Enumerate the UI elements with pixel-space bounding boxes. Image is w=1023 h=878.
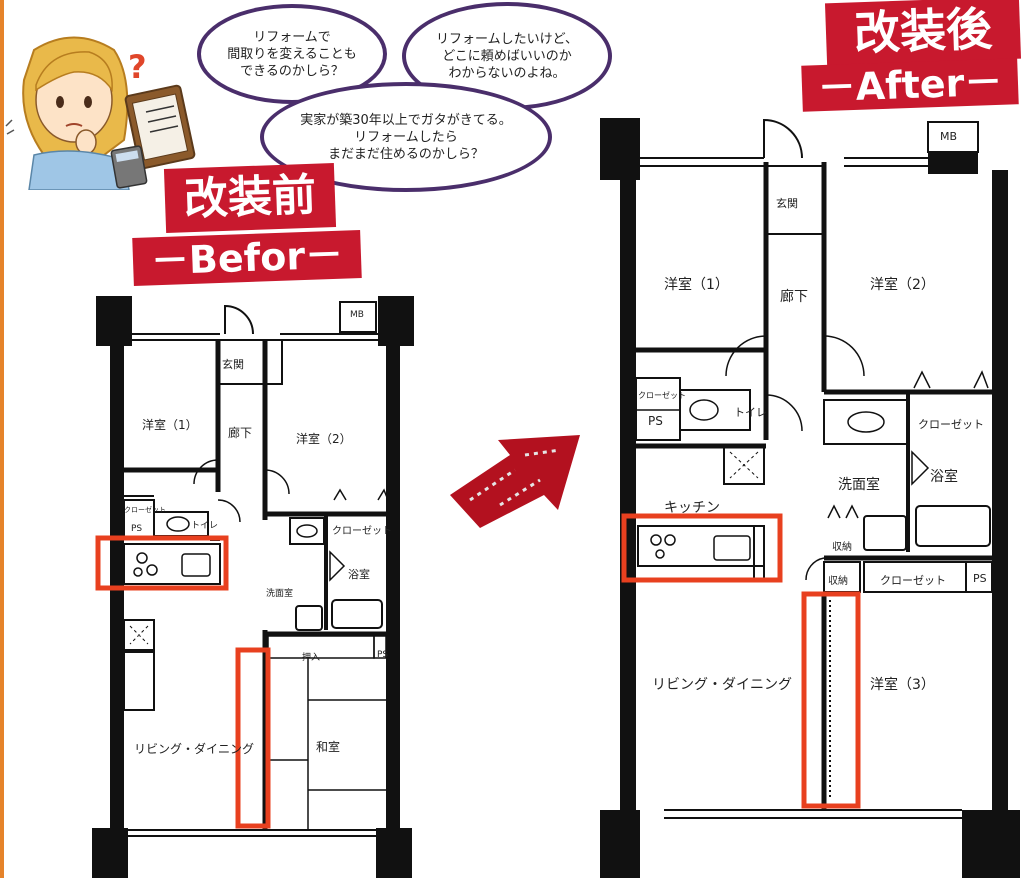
before-oshiire-label: 押入 (302, 653, 321, 663)
after-title: 改装後 (824, 0, 1022, 66)
after-youshitsu3-label: 洋室（3） (870, 677, 935, 693)
left-border (0, 0, 4, 878)
after-mb-label: MB (940, 130, 958, 143)
before-senmenshitsu-label: 洗面室 (266, 589, 294, 599)
bubble-text-2: リフォームしたいけど、 どこに頼めばいいのか わからないのよね。 (436, 31, 578, 81)
after-yokushitsu-label: 浴室 (930, 469, 958, 485)
after-floorplan (600, 118, 1020, 878)
after-genkan-label: 玄関 (776, 197, 798, 210)
before-floorplan (92, 296, 414, 878)
woman-illustration (5, 36, 196, 190)
after-closet-small-label: クローゼット (638, 391, 686, 400)
before-washitsu-label: 和室 (316, 740, 341, 754)
before-subtitle: －Befor－ (132, 230, 362, 286)
after-subtitle: －After－ (801, 58, 1019, 112)
after-shuno1-label: 収納 (832, 542, 852, 553)
after-closet-label: クローゼット (918, 418, 984, 431)
after-youshitsu1-label: 洋室（1） (664, 277, 729, 293)
after-rouka-label: 廊下 (780, 289, 808, 305)
after-senmenshitsu-label: 洗面室 (838, 477, 880, 493)
before-toilet-label: トイレ (191, 521, 219, 531)
after-ps2-label: PS (973, 572, 987, 585)
before-title: 改装前 (163, 163, 337, 233)
after-closet2-label: クローゼット (880, 574, 946, 587)
before-youshitsu1-label: 洋室（1） (142, 418, 198, 432)
before-mb-label: MB (350, 310, 364, 320)
before-rouka-label: 廊下 (228, 426, 253, 440)
before-ps-label: PS (131, 524, 143, 534)
before-closet-small-label: クローゼット (124, 506, 166, 514)
question-mark: ? (128, 48, 147, 86)
after-youshitsu2-label: 洋室（2） (870, 277, 935, 293)
before-youshitsu2-label: 洋室（2） (296, 432, 352, 446)
before-ps2-label: PS (377, 650, 389, 660)
after-shuno2-label: 収納 (828, 576, 848, 587)
after-toilet-label: トイレ (734, 406, 767, 419)
after-kitchen-label: キッチン (664, 500, 720, 516)
before-living-label: リビング・ダイニング (134, 742, 255, 756)
before-closet-label: クローゼット (332, 526, 392, 537)
bubble-text-1: リフォームで 間取りを変えることも できるのかしら？ (227, 29, 357, 79)
after-living-label: リビング・ダイニング (652, 677, 792, 693)
arrow-right-icon (450, 435, 580, 528)
after-ps-label: PS (648, 414, 663, 428)
before-genkan-label: 玄関 (222, 358, 244, 371)
speech-bubble-1: リフォームで 間取りを変えることも できるのかしら？ (197, 4, 387, 104)
before-yokushitsu-label: 浴室 (348, 568, 370, 581)
bubble-text-3: 実家が築30年以上でガタがきてる。 リフォームしたら まだまだ住めるのかしら？ (300, 112, 512, 162)
